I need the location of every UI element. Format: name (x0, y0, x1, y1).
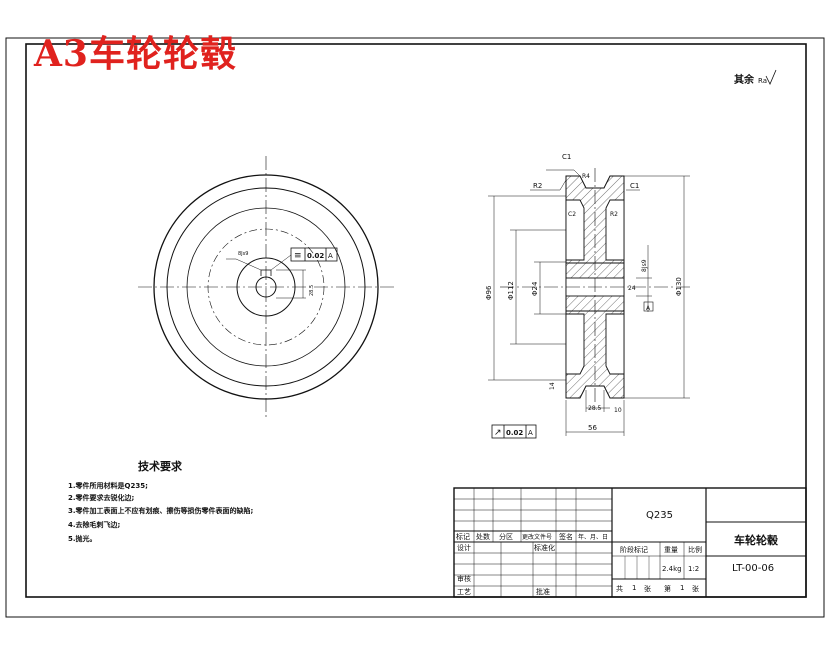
runout-tolerance-frame (491, 424, 537, 439)
datum-a: A (646, 305, 651, 312)
front-view (138, 156, 396, 418)
dim-r2-left: R2 (533, 182, 542, 190)
runout-datum: A (528, 429, 533, 437)
dim-d-outer: Φ96 (485, 285, 493, 300)
symmetry-tolerance-frame (290, 247, 338, 262)
tech-note-5: 5.抛光。 (68, 535, 97, 543)
dim-14: 14 (549, 382, 556, 390)
tech-note-1: 1.零件所用材料是Q235; (68, 482, 148, 490)
tb-header-sign: 签名 (559, 533, 573, 541)
surface-value: Ra (758, 77, 767, 85)
dim-d-mid: Φ112 (507, 281, 515, 300)
tb-header-zone: 分区 (499, 533, 513, 541)
tb-standard: 标准化 (534, 544, 555, 552)
tb-weight: 2.4kg (662, 565, 682, 573)
tb-header-count: 处数 (476, 533, 490, 541)
datum-a-box (643, 301, 654, 312)
tb-row-review: 审核 (457, 575, 471, 583)
tb-weight-label: 重量 (664, 546, 678, 554)
dim-c1-top: C1 (562, 153, 571, 161)
dim-d-bore: Φ24 (531, 281, 539, 296)
tb-part-code: LT-00-06 (732, 563, 775, 574)
dim-285: 28.5 (588, 405, 602, 412)
section-view (488, 168, 690, 439)
tech-note-4: 4.去除毛刺飞边; (68, 521, 121, 529)
runout-value: 0.02 (506, 429, 523, 437)
tb-sheet-no: 1 (680, 584, 685, 592)
tb-sheet-unit: 张 (692, 585, 699, 593)
outer-frame (5, 37, 825, 618)
tb-sheets-total: 1 (632, 584, 637, 592)
dim-d-right: Φ130 (675, 277, 683, 296)
tb-stage: 阶段标记 (620, 546, 648, 554)
inner-frame (25, 43, 807, 598)
sym-tol-symbol: ≡ (294, 251, 302, 261)
tb-part-name: 车轮轮毂 (734, 534, 778, 547)
dim-keyway-right: 8Js9 (641, 259, 648, 272)
tb-sheets-word: 共 (616, 585, 623, 593)
dim-c2-left: C2 (568, 211, 576, 218)
tb-approve: 批准 (536, 588, 550, 596)
tb-header-date: 年、月、日 (578, 534, 609, 541)
runout-symbol: ↗ (494, 428, 502, 438)
tb-scale: 1:2 (688, 565, 700, 573)
tb-header-mark: 标记 (456, 533, 470, 541)
tb-row-process: 工艺 (457, 588, 471, 596)
dim-24: 24 (628, 285, 636, 292)
sym-tol-datum: A (328, 252, 333, 260)
front-keyway-dim: 8Js9 (238, 251, 248, 257)
dim-c2-right: R2 (610, 211, 618, 218)
tb-scale-label: 比例 (688, 546, 702, 554)
sym-tol-value: 0.02 (307, 252, 324, 260)
tb-header-file: 更改文件号 (522, 534, 553, 541)
tb-sheets-unit: 张 (644, 585, 651, 593)
tech-note-3: 3.零件加工表面上不应有划痕、擦伤等损伤零件表面的缺陷; (68, 507, 254, 515)
drawing-banner: A3车轮轮毂 (34, 33, 237, 75)
tb-material: Q235 (646, 510, 673, 521)
tb-sheet-no-label: 第 (664, 585, 671, 593)
tech-requirements-title: 技术要求 (138, 460, 182, 473)
tb-row-design: 设计 (457, 544, 471, 552)
tech-note-2: 2.零件要求去锐化边; (68, 494, 135, 502)
dim-c1-right: C1 (630, 182, 639, 190)
dim-10: 10 (614, 407, 622, 414)
dim-56: 56 (588, 424, 597, 432)
dim-r4: R4 (582, 173, 590, 180)
title-block (453, 487, 807, 598)
surface-note: 其余 (734, 73, 755, 86)
front-keyway-depth: 28.5 (309, 285, 315, 296)
roughness-symbol-icon (765, 69, 777, 85)
